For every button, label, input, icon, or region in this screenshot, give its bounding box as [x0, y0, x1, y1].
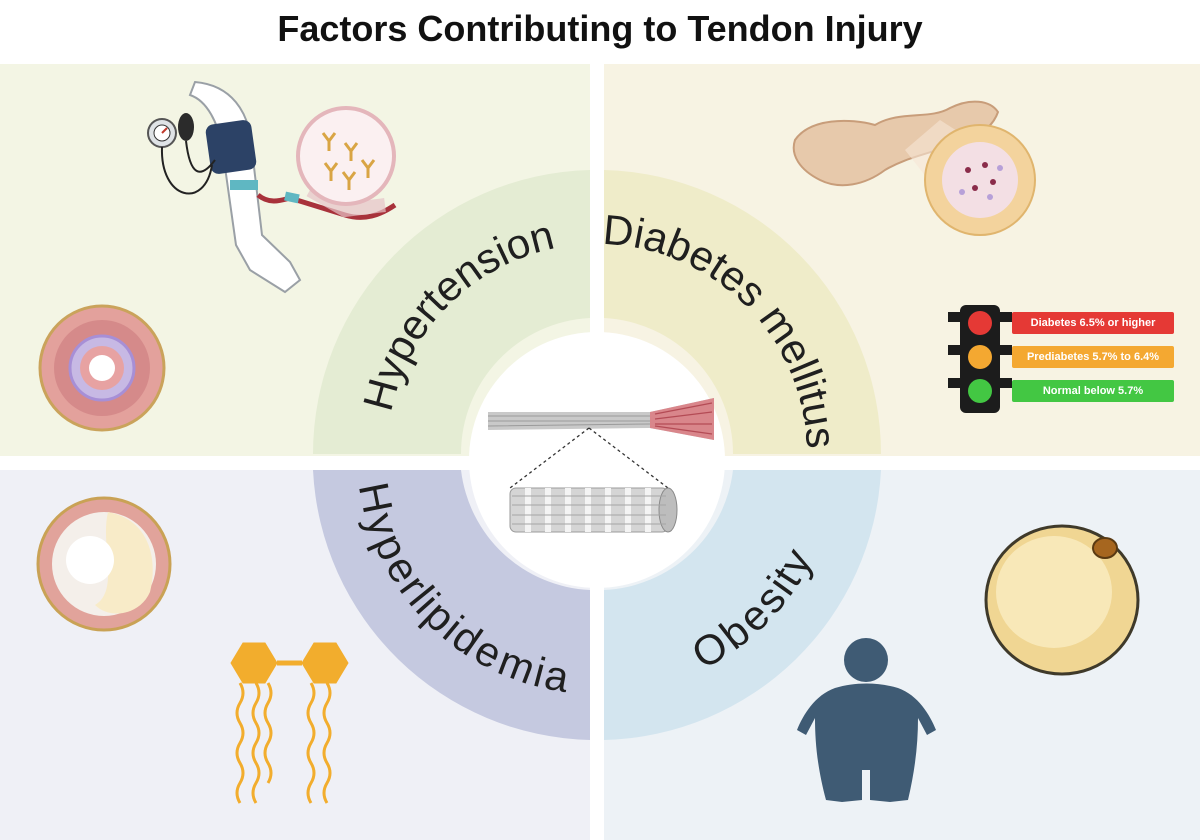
pancreas-icon [792, 100, 1036, 236]
blood-pressure-cuff-icon [147, 80, 397, 294]
hypertension-sector [312, 170, 590, 454]
traffic-light-icon [948, 305, 1012, 413]
lipid-molecule-icon [230, 642, 349, 804]
plaque-artery-icon [36, 496, 172, 632]
center-disc [469, 332, 725, 588]
diabetes-sector [604, 170, 882, 454]
artery-cross-section-icon [38, 304, 166, 432]
person-silhouette-icon [797, 638, 936, 802]
tendon-fiber-icon [487, 398, 714, 533]
legend-prediabetes: Prediabetes 5.7% to 6.4% [1012, 346, 1174, 368]
page-title: Factors Contributing to Tendon Injury [277, 8, 923, 49]
hyperlipidemia-sector [313, 470, 590, 740]
fat-cell-icon [984, 524, 1140, 676]
antibody-magnifier-icon [296, 106, 396, 218]
legend-normal: Normal below 5.7% [1012, 380, 1174, 402]
legend-diabetes: Diabetes 6.5% or higher [1012, 312, 1174, 334]
obesity-sector [604, 470, 881, 740]
